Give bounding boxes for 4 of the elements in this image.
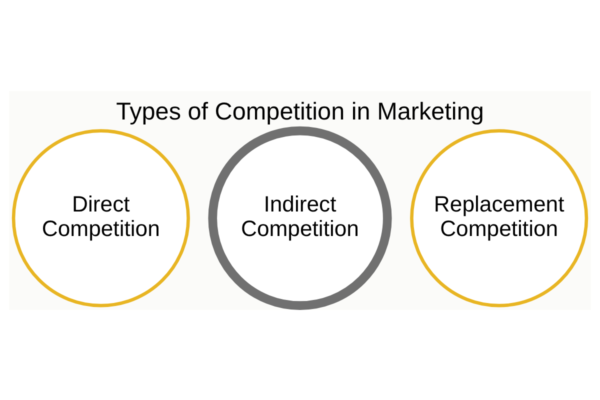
diagram-title: Types of Competition in Marketing bbox=[116, 98, 484, 125]
node-circle: Replacement Competition bbox=[410, 128, 588, 307]
node-circle: Indirect Competition bbox=[208, 126, 392, 310]
node-circle: Direct Competition bbox=[12, 128, 190, 307]
